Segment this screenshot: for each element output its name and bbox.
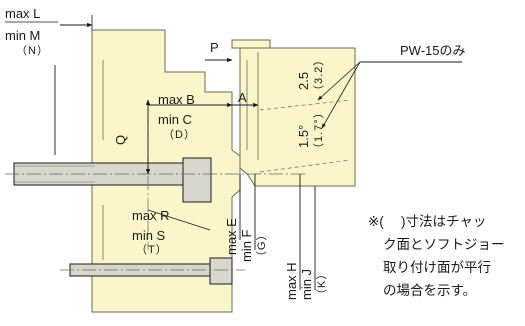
label-q: Q [113, 135, 128, 145]
label-min-f: min F [239, 229, 254, 262]
label-t: （T） [136, 243, 168, 256]
label-pw15: PW-15のみ [400, 43, 466, 58]
angle-dashed-2 [259, 159, 351, 173]
label-max-l: max L [5, 6, 40, 21]
note-line-3: 取り付け面が平行 [383, 260, 491, 275]
label-g: （G） [255, 228, 268, 262]
label-k: （K） [315, 268, 328, 300]
label-dim-32: （3.2） [312, 54, 325, 96]
note-line-4: の場合を示す。 [383, 283, 476, 298]
label-dim-15: 1.5° [296, 125, 311, 148]
label-min-j: min J [299, 269, 314, 300]
label-dim-17: （1.7°） [312, 106, 325, 154]
label-max-r: max R [132, 208, 170, 223]
lower-bolt-head [209, 257, 233, 285]
note-line-2: ク面とソフトジョー [383, 237, 505, 252]
label-max-e: max E [224, 218, 239, 255]
angle-dashed-1 [259, 99, 351, 111]
label-p: P [210, 40, 219, 55]
upper-bolt-head [182, 157, 212, 203]
pw15-leader-2 [321, 61, 361, 129]
note-line-1: ※( )寸法はチャッ [368, 214, 486, 229]
label-max-h: max H [284, 262, 299, 300]
dim-R-line [147, 209, 211, 231]
label-n: （N） [16, 44, 49, 57]
label-d: （D） [163, 128, 196, 141]
jaw-top-step [231, 39, 271, 49]
label-min-m: min M [5, 28, 40, 43]
label-a: A [238, 90, 247, 105]
label-min-c: min C [158, 112, 192, 127]
label-max-b: max B [158, 92, 195, 107]
soft-jaw [239, 47, 356, 187]
label-min-s: min S [132, 228, 166, 243]
label-dim-25: 2.5 [296, 72, 311, 90]
pw15-leader-1 [317, 61, 361, 101]
